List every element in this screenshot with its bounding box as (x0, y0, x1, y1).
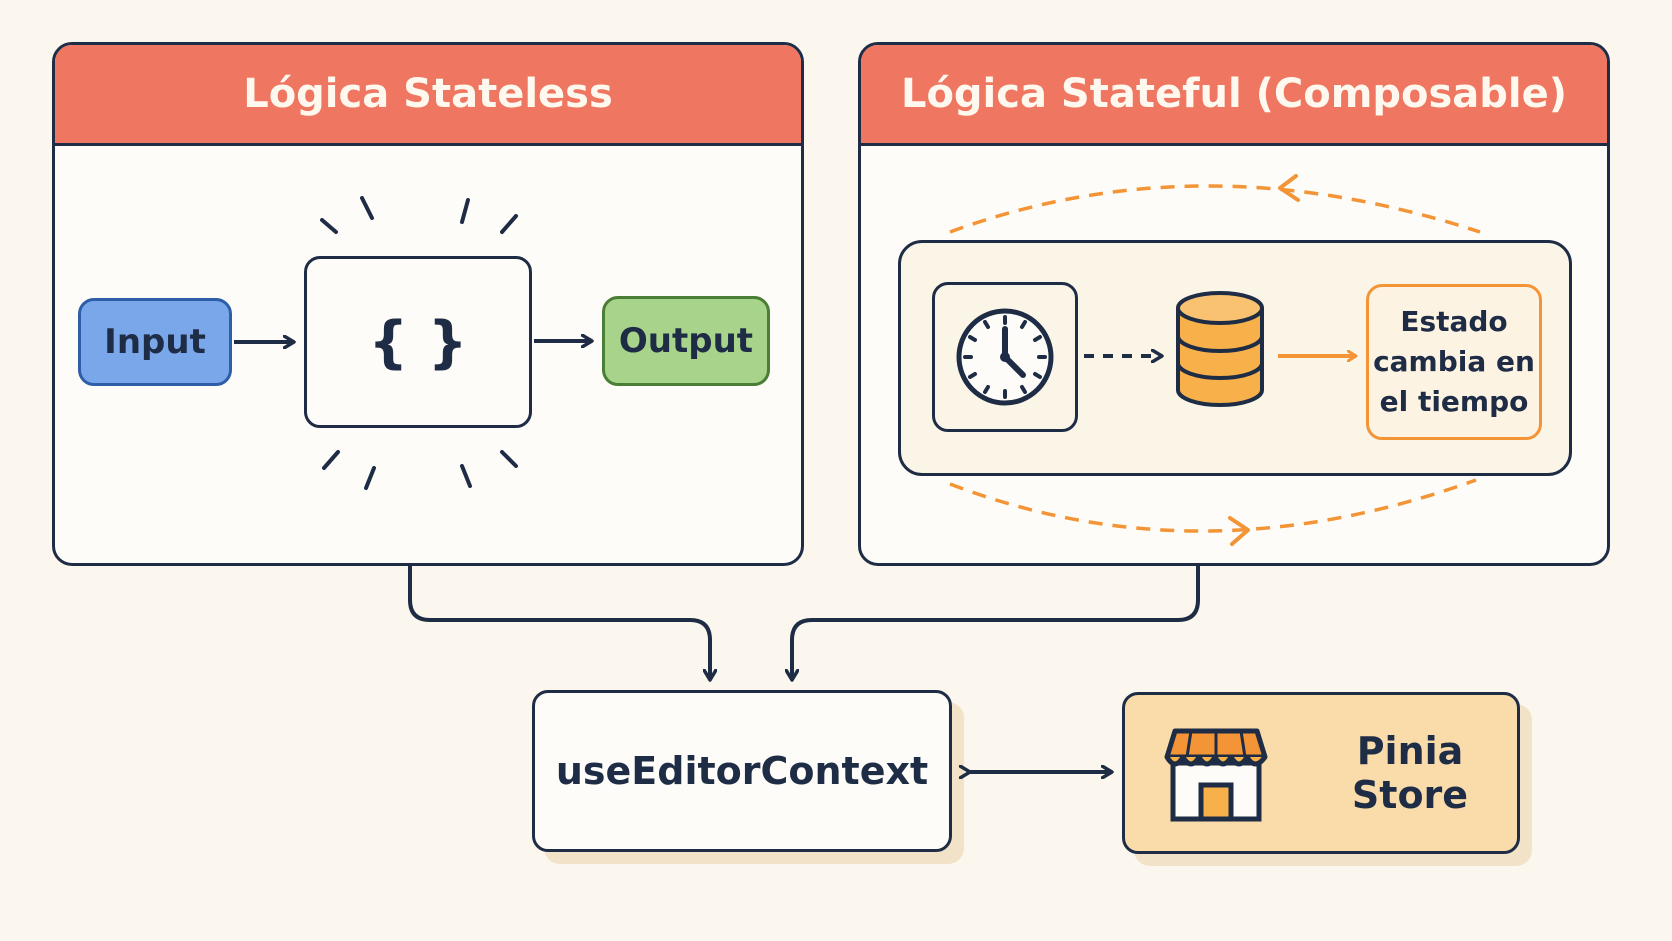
database-icon (1176, 291, 1264, 407)
cycle-top-arrowhead (1278, 174, 1300, 202)
cycle-bottom-arc (949, 478, 1477, 533)
use-editor-context-node: useEditorContext (532, 690, 952, 852)
function-node: { } (304, 256, 532, 428)
clock-icon (956, 308, 1054, 406)
pinia-store-node: Pinia Store (1122, 692, 1520, 854)
pinia-store-label: Pinia Store (1351, 729, 1469, 817)
input-node: Input (78, 298, 232, 386)
state-change-node: Estado cambia en el tiempo (1366, 284, 1542, 440)
cycle-top-arc (949, 184, 1481, 234)
stateful-title: Lógica Stateful (Composable) (861, 45, 1607, 146)
clock-node (932, 282, 1078, 432)
stateless-to-context-connector (408, 566, 710, 680)
storefront-icon (1164, 728, 1268, 822)
function-sparks (320, 196, 518, 490)
stateless-title: Lógica Stateless (55, 45, 801, 146)
output-node: Output (602, 296, 770, 386)
cycle-bottom-arrowhead (1228, 516, 1250, 546)
stateful-to-context-connector (792, 566, 1200, 680)
